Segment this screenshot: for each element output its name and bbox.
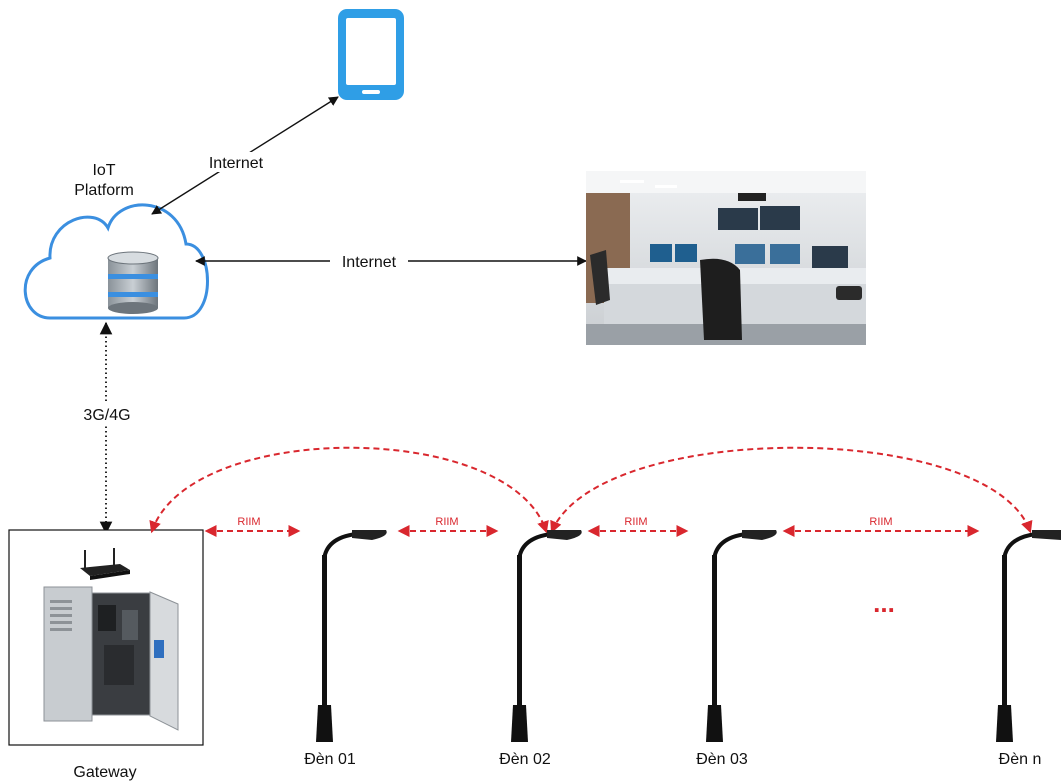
database-icon: [107, 251, 159, 314]
ellipsis-more-lamps: ...: [873, 588, 895, 618]
riim-label-2: RIIM: [435, 516, 458, 528]
riim-label-4: RIIM: [869, 516, 892, 528]
phone-link-label: Internet: [209, 155, 264, 172]
gateway-label: Gateway: [73, 764, 136, 781]
riim-links: [149, 446, 1033, 537]
lamp-label-3: Đèn 03: [696, 751, 748, 768]
lamp-label-n: Đèn n: [999, 751, 1042, 768]
street-lamp-icon: [996, 530, 1061, 742]
street-lamp-icon: [316, 530, 387, 742]
riim-label-1: RIIM: [237, 516, 260, 528]
cabinet-icon: [43, 586, 179, 731]
router-icon: [80, 548, 130, 580]
cloud-title-line1: IoT: [92, 162, 115, 179]
street-lamp-icon: [706, 530, 777, 742]
gateway-link-label: 3G/4G: [83, 407, 130, 424]
lamp-label-1: Đèn 01: [304, 751, 356, 768]
control-room-image: [586, 171, 866, 345]
control-room-link-label: Internet: [342, 254, 397, 271]
riim-arc-lamp2-lampn: [550, 446, 1033, 534]
riim-label-3: RIIM: [624, 516, 647, 528]
street-lamp-icon: [511, 530, 582, 742]
lamp-label-2: Đèn 02: [499, 751, 551, 768]
smartphone-icon: [338, 9, 404, 100]
riim-arc-gateway-lamp2: [149, 446, 549, 534]
cloud-title-line2: Platform: [74, 182, 134, 199]
